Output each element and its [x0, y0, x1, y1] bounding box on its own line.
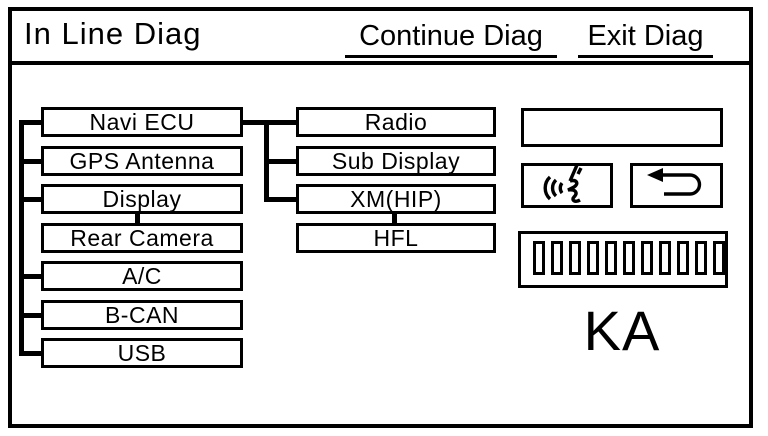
signal-bar [605, 241, 617, 275]
node-rear-camera[interactable]: Rear Camera [41, 223, 243, 253]
connector-line [19, 159, 41, 164]
status-readout-box [521, 108, 723, 147]
connector-line [243, 120, 296, 125]
signal-bar [533, 241, 545, 275]
node-radio[interactable]: Radio [296, 107, 496, 137]
exit-diag-button[interactable]: Exit Diag [578, 21, 713, 58]
voice-command-icon [536, 163, 598, 209]
connector-line [264, 159, 296, 164]
node-ac[interactable]: A/C [41, 261, 243, 291]
signal-bar [713, 241, 725, 275]
connector-line [19, 313, 41, 318]
connector-line [19, 274, 41, 279]
node-hfl[interactable]: HFL [296, 223, 496, 253]
header-divider [8, 61, 753, 65]
node-xm-hip[interactable]: XM(HIP) [296, 184, 496, 214]
signal-bar [695, 241, 707, 275]
connector-line [19, 120, 24, 356]
connector-line [19, 120, 41, 125]
connector-line [19, 197, 41, 202]
region-code-text: KA [583, 299, 661, 362]
signal-bar [569, 241, 581, 275]
page-title: In Line Diag [24, 16, 202, 51]
signal-bars-box [518, 231, 728, 288]
return-button[interactable] [630, 163, 723, 208]
node-sub-display[interactable]: Sub Display [296, 146, 496, 176]
signal-bar [659, 241, 671, 275]
signal-bar [677, 241, 689, 275]
node-navi-ecu[interactable]: Navi ECU [41, 107, 243, 137]
signal-bar [587, 241, 599, 275]
node-b-can[interactable]: B-CAN [41, 300, 243, 330]
voice-command-button[interactable] [521, 163, 613, 208]
connector-line [19, 351, 41, 356]
signal-bar [623, 241, 635, 275]
signal-bar [551, 241, 563, 275]
node-gps-antenna[interactable]: GPS Antenna [41, 146, 243, 176]
continue-diag-button[interactable]: Continue Diag [345, 21, 557, 58]
connector-line [392, 212, 397, 225]
node-usb[interactable]: USB [41, 338, 243, 368]
return-arrow-icon [644, 166, 709, 205]
node-display[interactable]: Display [41, 184, 243, 214]
connector-line [264, 197, 296, 202]
connector-line [135, 212, 140, 225]
signal-bar [641, 241, 653, 275]
